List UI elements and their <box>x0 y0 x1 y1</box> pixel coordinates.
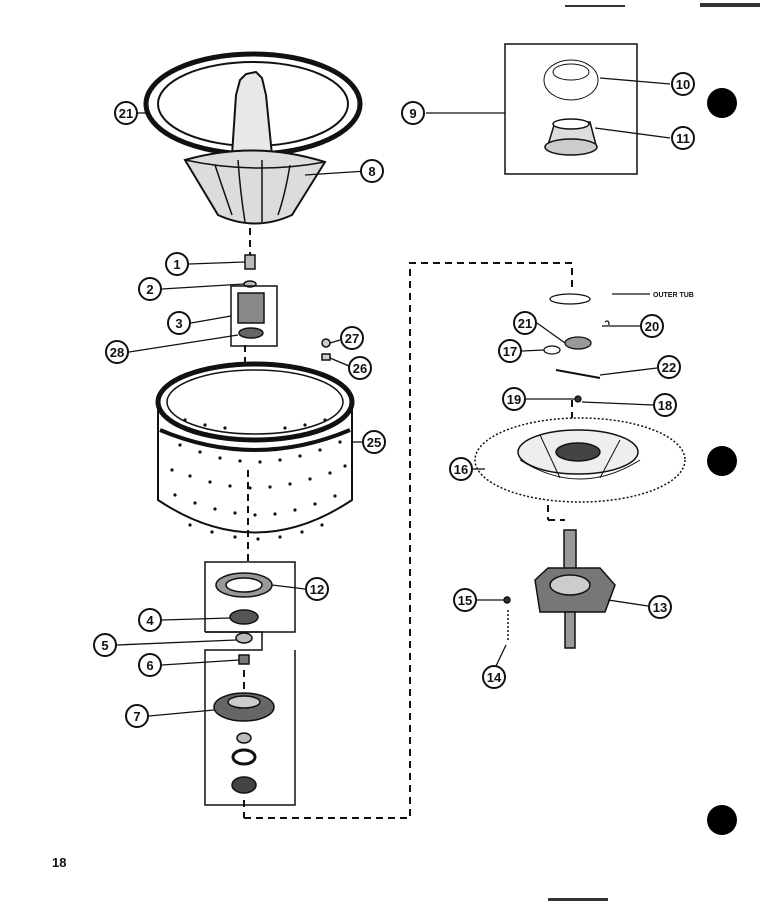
callout-7: 7 <box>125 704 149 728</box>
callout-21: 21 <box>513 311 537 335</box>
agitator-assembly <box>143 51 363 225</box>
callout-2: 2 <box>138 277 162 301</box>
svg-text:13: 13 <box>653 600 667 615</box>
callout-27: 27 <box>340 326 364 350</box>
connector-lines <box>243 228 573 819</box>
callout-5: 5 <box>93 633 117 657</box>
svg-text:21: 21 <box>119 106 133 121</box>
svg-text:27: 27 <box>345 331 359 346</box>
callout-12: 12 <box>305 577 329 601</box>
scan-specks <box>548 3 760 901</box>
outer-tub-label: OUTER TUB <box>653 292 694 299</box>
svg-text:6: 6 <box>146 658 153 673</box>
svg-text:28: 28 <box>110 345 124 360</box>
svg-text:3: 3 <box>175 316 182 331</box>
callout-13: 13 <box>648 595 672 619</box>
callouts: 21 8 9 10 11 1 2 3 28 27 26 25 12 4 5 6 … <box>93 72 695 728</box>
transmission <box>503 529 616 649</box>
svg-text:1: 1 <box>173 257 180 272</box>
callout-15: 15 <box>453 588 477 612</box>
svg-text:7: 7 <box>133 709 140 724</box>
basket-holes <box>170 418 347 541</box>
svg-text:10: 10 <box>676 77 690 92</box>
svg-text:15: 15 <box>458 593 472 608</box>
callout-1: 1 <box>165 252 189 276</box>
callout-3: 3 <box>167 311 191 335</box>
right-upper-parts <box>543 293 610 403</box>
callout-9: 9 <box>401 101 425 125</box>
svg-text:21: 21 <box>518 316 532 331</box>
part-9-box <box>504 43 638 175</box>
svg-text:14: 14 <box>487 670 502 685</box>
part-3-box <box>230 285 278 347</box>
page-number: 18 <box>52 855 67 870</box>
svg-text:12: 12 <box>310 582 324 597</box>
callout-16: 16 <box>449 457 473 481</box>
outer-tub-bottom <box>474 417 686 503</box>
lower-parts <box>213 572 275 794</box>
callout-4: 4 <box>138 608 162 632</box>
callout-20: 20 <box>640 314 664 338</box>
callout-19: 19 <box>502 387 526 411</box>
svg-text:11: 11 <box>676 131 690 146</box>
callout-22: 22 <box>657 355 681 379</box>
svg-text:22: 22 <box>662 360 676 375</box>
callout-11: 11 <box>671 126 695 150</box>
svg-text:4: 4 <box>146 613 154 628</box>
callout-23: 21 <box>114 101 138 125</box>
callout-28: 28 <box>105 340 129 364</box>
binder-holes <box>707 88 737 835</box>
svg-text:26: 26 <box>353 361 367 376</box>
leader-lines <box>116 77 671 717</box>
svg-text:18: 18 <box>658 398 672 413</box>
svg-text:17: 17 <box>503 344 517 359</box>
svg-text:9: 9 <box>409 106 416 121</box>
lower-assembly-boxes <box>204 561 296 806</box>
svg-text:8: 8 <box>368 164 375 179</box>
svg-text:19: 19 <box>507 392 521 407</box>
callout-8: 8 <box>360 159 384 183</box>
callout-14: 14 <box>482 665 506 689</box>
svg-text:16: 16 <box>454 462 468 477</box>
callout-18: 18 <box>653 393 677 417</box>
callout-6: 6 <box>138 653 162 677</box>
svg-text:2: 2 <box>146 282 153 297</box>
spin-basket <box>155 361 355 541</box>
svg-text:20: 20 <box>645 319 659 334</box>
callout-17: 17 <box>498 339 522 363</box>
bolt-and-washer <box>243 254 257 288</box>
svg-text:5: 5 <box>101 638 108 653</box>
callout-25: 25 <box>362 430 386 454</box>
svg-text:25: 25 <box>367 435 381 450</box>
callout-10: 10 <box>671 72 695 96</box>
small-clip-parts <box>321 338 331 361</box>
callout-26: 26 <box>348 356 372 380</box>
